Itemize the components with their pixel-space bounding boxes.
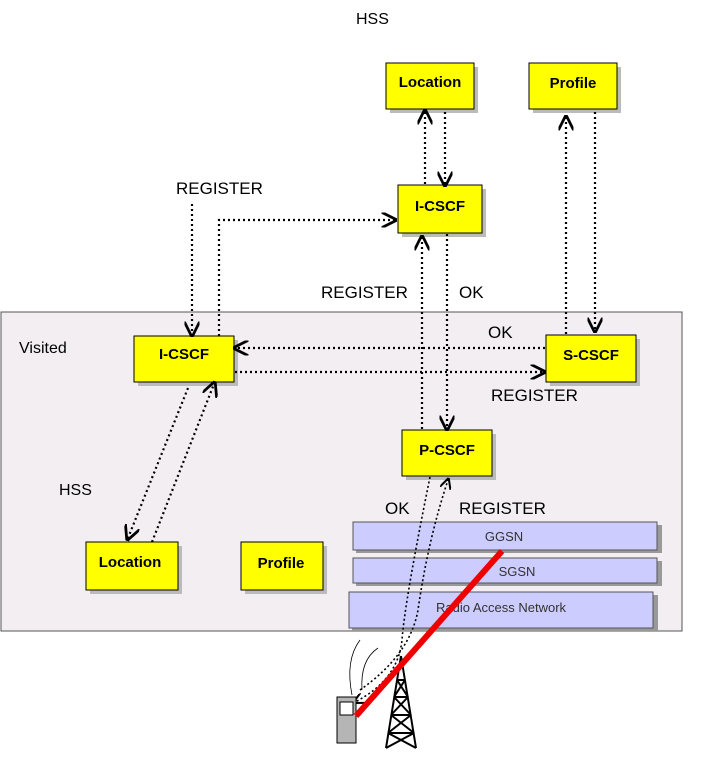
ggsn-bar[interactable]: GGSN (352, 521, 662, 553)
pcscf-label: P-CSCF (419, 442, 475, 459)
ran-label: Radio Access Network (436, 600, 567, 615)
icscf-visited-node[interactable]: I-CSCF (133, 335, 238, 386)
location-home-node[interactable]: Location (385, 62, 478, 113)
ran-bar[interactable]: Radio Access Network (348, 591, 658, 631)
register-label-mid: REGISTER (321, 283, 408, 302)
arrow-visited-icscf-to-home-icscf (217, 220, 394, 336)
register-label-pcscf: REGISTER (459, 499, 546, 518)
register-label-top: REGISTER (176, 179, 263, 198)
location-visited-node[interactable]: Location (85, 541, 182, 594)
radio-signal-curve (361, 647, 379, 691)
profile-visited-node[interactable]: Profile (240, 541, 327, 594)
visited-label: Visited (19, 340, 67, 357)
ok-label-mid: OK (459, 283, 484, 302)
pcscf-node[interactable]: P-CSCF (401, 429, 496, 480)
radio-tower-icon (385, 655, 417, 749)
location-visited-label: Location (99, 554, 162, 571)
radio-signal-curve (349, 639, 361, 696)
profile-home-node[interactable]: Profile (528, 62, 621, 113)
location-home-label: Location (399, 74, 462, 91)
profile-home-label: Profile (550, 75, 597, 92)
scscf-node[interactable]: S-CSCF (545, 334, 640, 386)
hss-visited-label: HSS (59, 482, 92, 499)
mobile-phone-icon[interactable] (336, 696, 357, 744)
arrow-location-to-visited-icscf (150, 384, 214, 543)
data-link-line (353, 549, 505, 718)
icscf-home-node[interactable]: I-CSCF (397, 184, 486, 237)
icscf-visited-label: I-CSCF (159, 346, 209, 363)
arrow-visited-icscf-to-location (128, 387, 190, 538)
ggsn-label: GGSN (485, 529, 523, 544)
sgsn-bar[interactable]: SGSN (352, 557, 662, 586)
hss-home-label: HSS (356, 11, 389, 28)
register-label-scscf: REGISTER (491, 386, 578, 405)
arrow-mobile-register-to-pcscf (359, 480, 448, 691)
ok-label-pcscf: OK (385, 499, 410, 518)
scscf-label: S-CSCF (563, 347, 619, 364)
ok-label-scscf: OK (488, 323, 513, 342)
icscf-home-label: I-CSCF (415, 198, 465, 215)
profile-visited-label: Profile (258, 555, 305, 572)
sgsn-label: SGSN (499, 564, 536, 579)
